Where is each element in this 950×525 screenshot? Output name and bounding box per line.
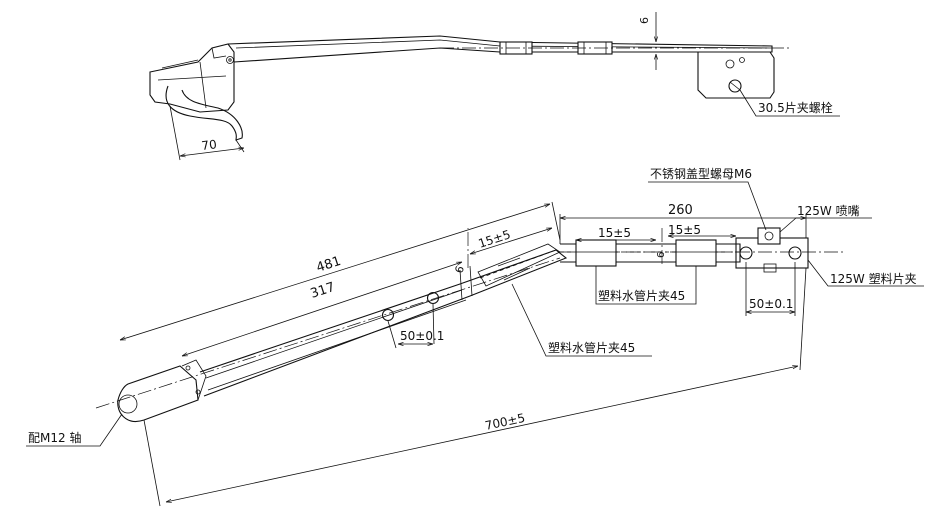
- dim-481: 481: [315, 254, 343, 276]
- clip45-label-b: 塑料水管片夹45: [548, 340, 635, 355]
- arm-body-top: [227, 35, 773, 63]
- dim-15-clip1: 15±5: [598, 226, 631, 240]
- arm-head: [149, 43, 235, 113]
- nozzle-block-top: [697, 51, 775, 99]
- nozzle-label: 125W 喷嘴: [797, 204, 860, 218]
- dim-50-left: 50±0.1: [400, 329, 444, 343]
- bolt-label: 30.5片夹螺栓: [758, 100, 833, 115]
- spring-handle: [165, 85, 243, 141]
- plastic-clip-label: 125W 塑料片夹: [830, 271, 917, 286]
- dim-15-angled: 15±5: [477, 227, 513, 251]
- dim-6-angled: 6: [452, 264, 467, 275]
- tube-clip-2: [675, 239, 717, 267]
- dim-6-top: 6: [638, 17, 651, 24]
- main-arm: [199, 249, 568, 397]
- dim-50-right: 50±0.1: [749, 297, 793, 311]
- dim-6-tube: 6: [656, 252, 667, 258]
- dim-260: 260: [668, 203, 693, 218]
- dim-70: 70: [201, 137, 218, 153]
- clamp-bolt-circle: [728, 79, 742, 93]
- dim-317: 317: [309, 280, 337, 302]
- top-side-view: 6 70 30.5片夹螺栓: [149, 12, 840, 161]
- nozzle-body: [757, 227, 781, 245]
- tube-clip-1: [575, 239, 617, 267]
- cap-nut-label: 不锈钢盖型螺母M6: [650, 167, 752, 181]
- clip45-label-a: 塑料水管片夹45: [598, 288, 685, 303]
- dim-15-clip2: 15±5: [668, 223, 701, 237]
- dim-700: 700±5: [484, 411, 527, 433]
- shaft-label: 配M12 轴: [28, 430, 81, 445]
- bottom-plan-view: 481 317 15±5 6 50±0.1 260 15±5 15±5 6 50…: [26, 167, 924, 507]
